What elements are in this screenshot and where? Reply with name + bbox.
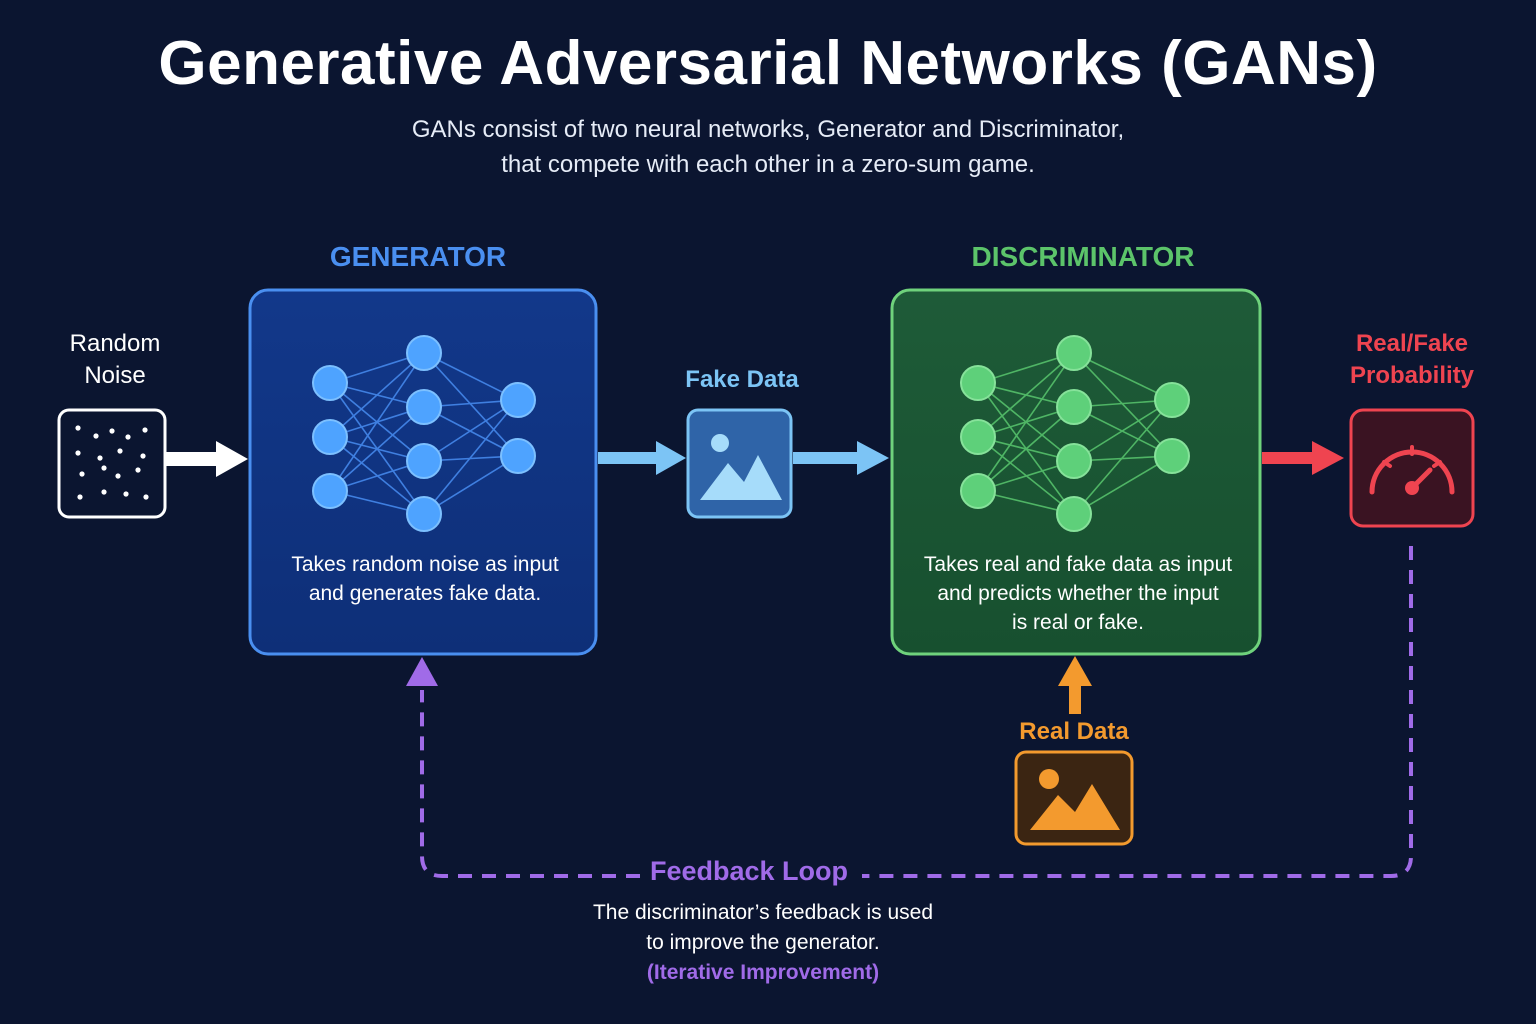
network-node xyxy=(1056,496,1092,532)
network-node xyxy=(312,419,348,455)
real-data-image-icon xyxy=(1014,750,1134,846)
discriminator-desc-line-1: Takes real and fake data as input xyxy=(923,553,1233,576)
generator-desc-line-2: and generates fake data. xyxy=(308,582,542,605)
feedback-desc-line-2: to improve the generator. xyxy=(646,931,880,954)
real-data-label: Real Data xyxy=(1019,718,1129,745)
network-node xyxy=(406,496,442,532)
generator-label: GENERATOR xyxy=(329,241,507,272)
network-node xyxy=(312,365,348,401)
feedback-loop-path xyxy=(420,546,1413,878)
network-node xyxy=(406,335,442,371)
network-node xyxy=(1056,443,1092,479)
network-node xyxy=(312,473,348,509)
network-connection xyxy=(423,399,519,515)
network-node xyxy=(500,438,536,474)
network-node xyxy=(960,473,996,509)
output-label-line-2: Probability xyxy=(1349,362,1475,389)
network-node xyxy=(500,382,536,418)
fake-data-image-icon xyxy=(686,408,793,519)
network-connection xyxy=(329,352,425,492)
noise-icon xyxy=(57,408,167,519)
gauge-icon xyxy=(1349,408,1475,528)
network-connection xyxy=(423,455,519,515)
network-connection xyxy=(1073,352,1173,457)
discriminator-desc-line-2: and predicts whether the input xyxy=(937,582,1219,605)
arrow-real-data-to-discriminator xyxy=(1058,656,1092,714)
network-connection xyxy=(423,352,519,457)
network-connection xyxy=(1073,406,1173,457)
arrow-fake-data-to-discriminator xyxy=(793,441,889,475)
discriminator-desc-line-3: is real or fake. xyxy=(1012,611,1144,634)
network-connection xyxy=(1073,352,1173,401)
discriminator-neural-network-icon xyxy=(960,335,1190,532)
arrow-noise-to-generator xyxy=(166,441,248,477)
discriminator-label: DISCRIMINATOR xyxy=(971,241,1195,272)
network-node xyxy=(406,389,442,425)
generator-desc-line-1: Takes random noise as input xyxy=(291,553,559,576)
page-title: Generative Adversarial Networks (GANs) xyxy=(158,29,1378,98)
network-node xyxy=(960,365,996,401)
subtitle-line-2: that compete with each other in a zero-s… xyxy=(501,151,1035,178)
arrow-discriminator-to-output xyxy=(1262,441,1344,475)
feedback-arrowhead-icon xyxy=(406,657,438,686)
network-connection xyxy=(977,406,1075,492)
network-node xyxy=(406,443,442,479)
fake-data-label: Fake Data xyxy=(685,366,799,393)
network-connection xyxy=(329,406,425,492)
feedback-loop-label: Feedback Loop xyxy=(649,856,849,886)
network-connection xyxy=(977,352,1075,438)
network-connection xyxy=(1073,455,1173,515)
network-node xyxy=(960,419,996,455)
arrow-generator-to-fake-data xyxy=(598,441,686,475)
network-node xyxy=(1154,382,1190,418)
output-label-line-1: Real/Fake xyxy=(1355,330,1469,357)
feedback-note: (Iterative Improvement) xyxy=(646,961,880,984)
subtitle-line-1: GANs consist of two neural networks, Gen… xyxy=(411,116,1125,143)
network-connection xyxy=(977,352,1075,492)
network-node xyxy=(1056,389,1092,425)
random-noise-line-1: Random xyxy=(69,330,161,357)
feedback-desc-line-1: The discriminator’s feedback is used xyxy=(592,901,934,924)
network-connection xyxy=(1073,399,1173,515)
network-connection xyxy=(423,399,519,462)
network-connection xyxy=(329,352,425,438)
network-node xyxy=(1154,438,1190,474)
network-node xyxy=(1056,335,1092,371)
random-noise-line-2: Noise xyxy=(84,362,146,389)
network-connection xyxy=(1073,399,1173,462)
generator-neural-network-icon xyxy=(312,335,536,532)
